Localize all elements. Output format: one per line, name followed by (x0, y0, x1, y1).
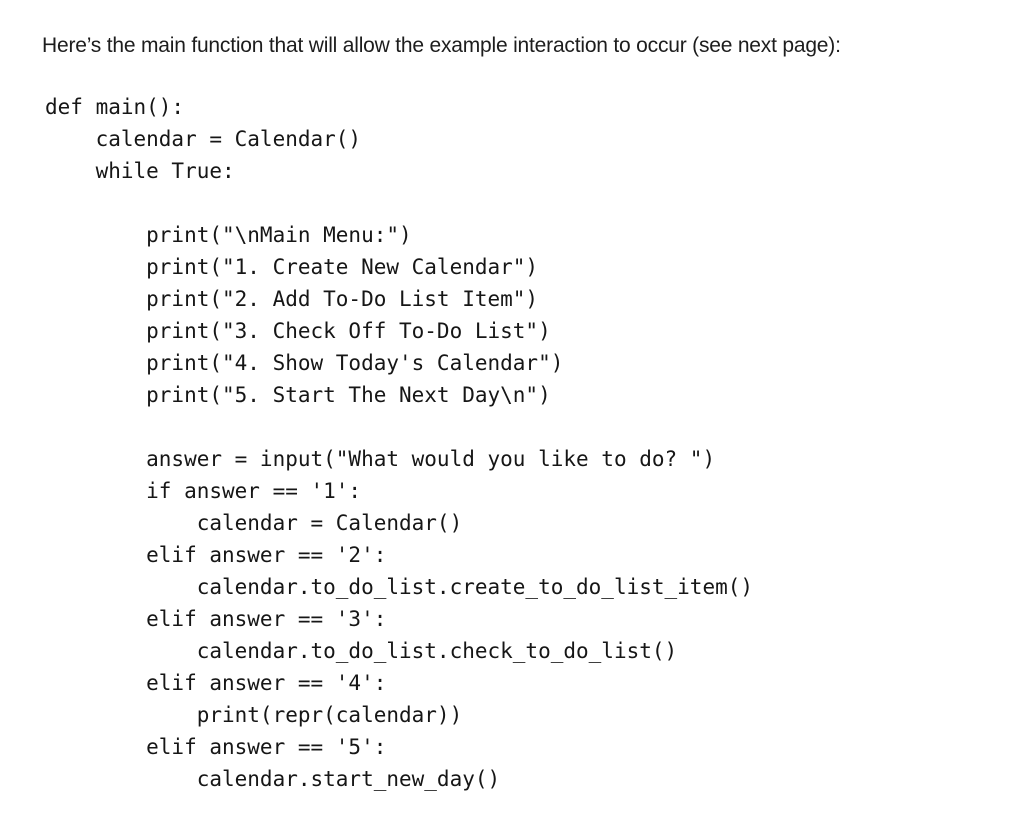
intro-text: Here’s the main function that will allow… (42, 34, 841, 57)
code-line-print-option-2: print("2. Add To-Do List Item") (45, 287, 539, 311)
code-line-print-option-3: print("3. Check Off To-Do List") (45, 319, 551, 343)
code-line-elif-answer-3: elif answer == '3': (45, 607, 387, 631)
code-line-elif-answer-4: elif answer == '4': (45, 671, 387, 695)
code-line-if-answer-1: if answer == '1': (45, 479, 362, 503)
code-line-new-calendar: calendar = Calendar() (45, 511, 463, 535)
code-line-elif-answer-2: elif answer == '2': (45, 543, 387, 567)
code-line-print-option-5: print("5. Start The Next Day\n") (45, 383, 551, 407)
code-line-calendar-init: calendar = Calendar() (45, 127, 362, 151)
code-line-blank (45, 411, 753, 443)
code-line-while-true: while True: (45, 159, 235, 183)
code-line-print-option-4: print("4. Show Today's Calendar") (45, 351, 564, 375)
code-line-print-option-1: print("1. Create New Calendar") (45, 255, 539, 279)
code-line-check-to-do-list: calendar.to_do_list.check_to_do_list() (45, 639, 678, 663)
code-line-print-repr: print(repr(calendar)) (45, 703, 463, 727)
code-line-create-to-do-item: calendar.to_do_list.create_to_do_list_it… (45, 575, 754, 599)
code-line-start-new-day: calendar.start_new_day() (45, 767, 501, 791)
code-line-blank (45, 187, 753, 219)
code-line-print-main-menu: print("\nMain Menu:") (45, 223, 412, 247)
code-line-answer-input: answer = input("What would you like to d… (45, 447, 716, 471)
code-block: def main(): calendar = Calendar() while … (45, 91, 753, 795)
code-line-elif-answer-5: elif answer == '5': (45, 735, 387, 759)
code-line-def-main: def main(): (45, 95, 185, 119)
